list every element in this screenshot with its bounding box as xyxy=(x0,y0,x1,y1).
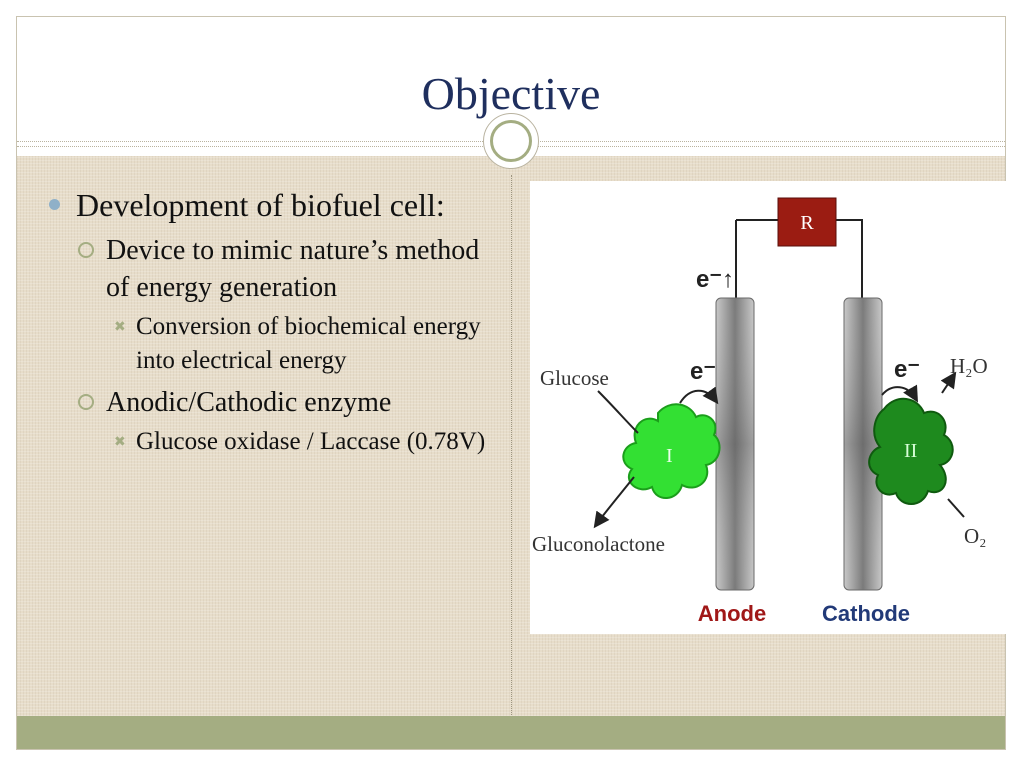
gluconolactone-label: Gluconolactone xyxy=(532,532,665,556)
bullet-text-device: Device to mimic nature’s method of energ… xyxy=(106,235,480,303)
water-arrow xyxy=(940,371,957,394)
bullet-dot-icon xyxy=(49,199,60,210)
bullet-text-enzyme: Anodic/Cathodic enzyme xyxy=(106,387,392,418)
cathode-wire xyxy=(836,219,863,309)
column-divider xyxy=(511,175,512,715)
bullet-ring-icon xyxy=(78,242,94,258)
anode-label: Anode xyxy=(698,601,766,626)
oxygen-label: O₂ xyxy=(964,524,987,548)
bullet-text-oxidase: Glucose oxidase / Laccase (0.78V) xyxy=(136,428,486,455)
enzyme-1-label: I xyxy=(666,445,673,467)
footer-bar xyxy=(17,716,1005,749)
bullet-level-3-oxidase: ✖ Glucose oxidase / Laccase (0.78V) xyxy=(40,425,500,459)
resistor-label: R xyxy=(800,212,814,234)
resistor-box xyxy=(777,197,837,247)
anode-electron-arrow xyxy=(679,386,719,405)
bullet-text-biofuel: Development of biofuel cell: xyxy=(76,187,445,223)
oxygen-line xyxy=(947,498,965,518)
gluconolactone-arrow xyxy=(593,476,635,529)
glucose-line xyxy=(597,390,639,434)
circle-ornament xyxy=(483,113,539,169)
electron-top-label: e⁻↑ xyxy=(696,266,734,293)
bullet-level-2-device: Device to mimic nature’s method of energ… xyxy=(40,232,500,306)
enzyme-2-blob xyxy=(868,398,954,505)
circle-ornament-inner xyxy=(490,120,532,162)
slide-title: Objective xyxy=(421,68,601,119)
bullet-cross-icon: ✖ xyxy=(114,434,126,450)
enzyme-2-label: II xyxy=(904,440,917,462)
bullet-level-2-enzyme: Anodic/Cathodic enzyme xyxy=(40,384,500,421)
bullet-level-1: Development of biofuel cell: xyxy=(40,186,500,224)
bullet-text-conversion: Conversion of biochemical energy into el… xyxy=(136,313,481,374)
glucose-label: Glucose xyxy=(540,366,609,390)
bullet-ring-icon xyxy=(78,394,94,410)
bullet-cross-icon: ✖ xyxy=(114,319,126,335)
water-label: H₂O xyxy=(950,354,988,378)
anode-shading xyxy=(716,298,754,590)
bullet-level-3-conversion: ✖ Conversion of biochemical energy into … xyxy=(40,310,500,378)
cathode-label: Cathode xyxy=(822,601,910,626)
diagram-svg: R e⁻↑ I II e⁻ e⁻ Glucose Gluconolactone … xyxy=(532,197,988,626)
cathode-shading xyxy=(844,298,882,590)
biofuel-cell-diagram: R e⁻↑ I II e⁻ e⁻ Glucose Gluconolactone … xyxy=(530,181,1006,634)
electron-cathode-label: e⁻ xyxy=(894,356,920,383)
cathode-electron-arrow xyxy=(881,384,918,403)
bullet-list: Development of biofuel cell: Device to m… xyxy=(40,186,500,465)
electron-anode-label: e⁻ xyxy=(690,358,716,385)
enzyme-1-blob xyxy=(622,403,721,499)
